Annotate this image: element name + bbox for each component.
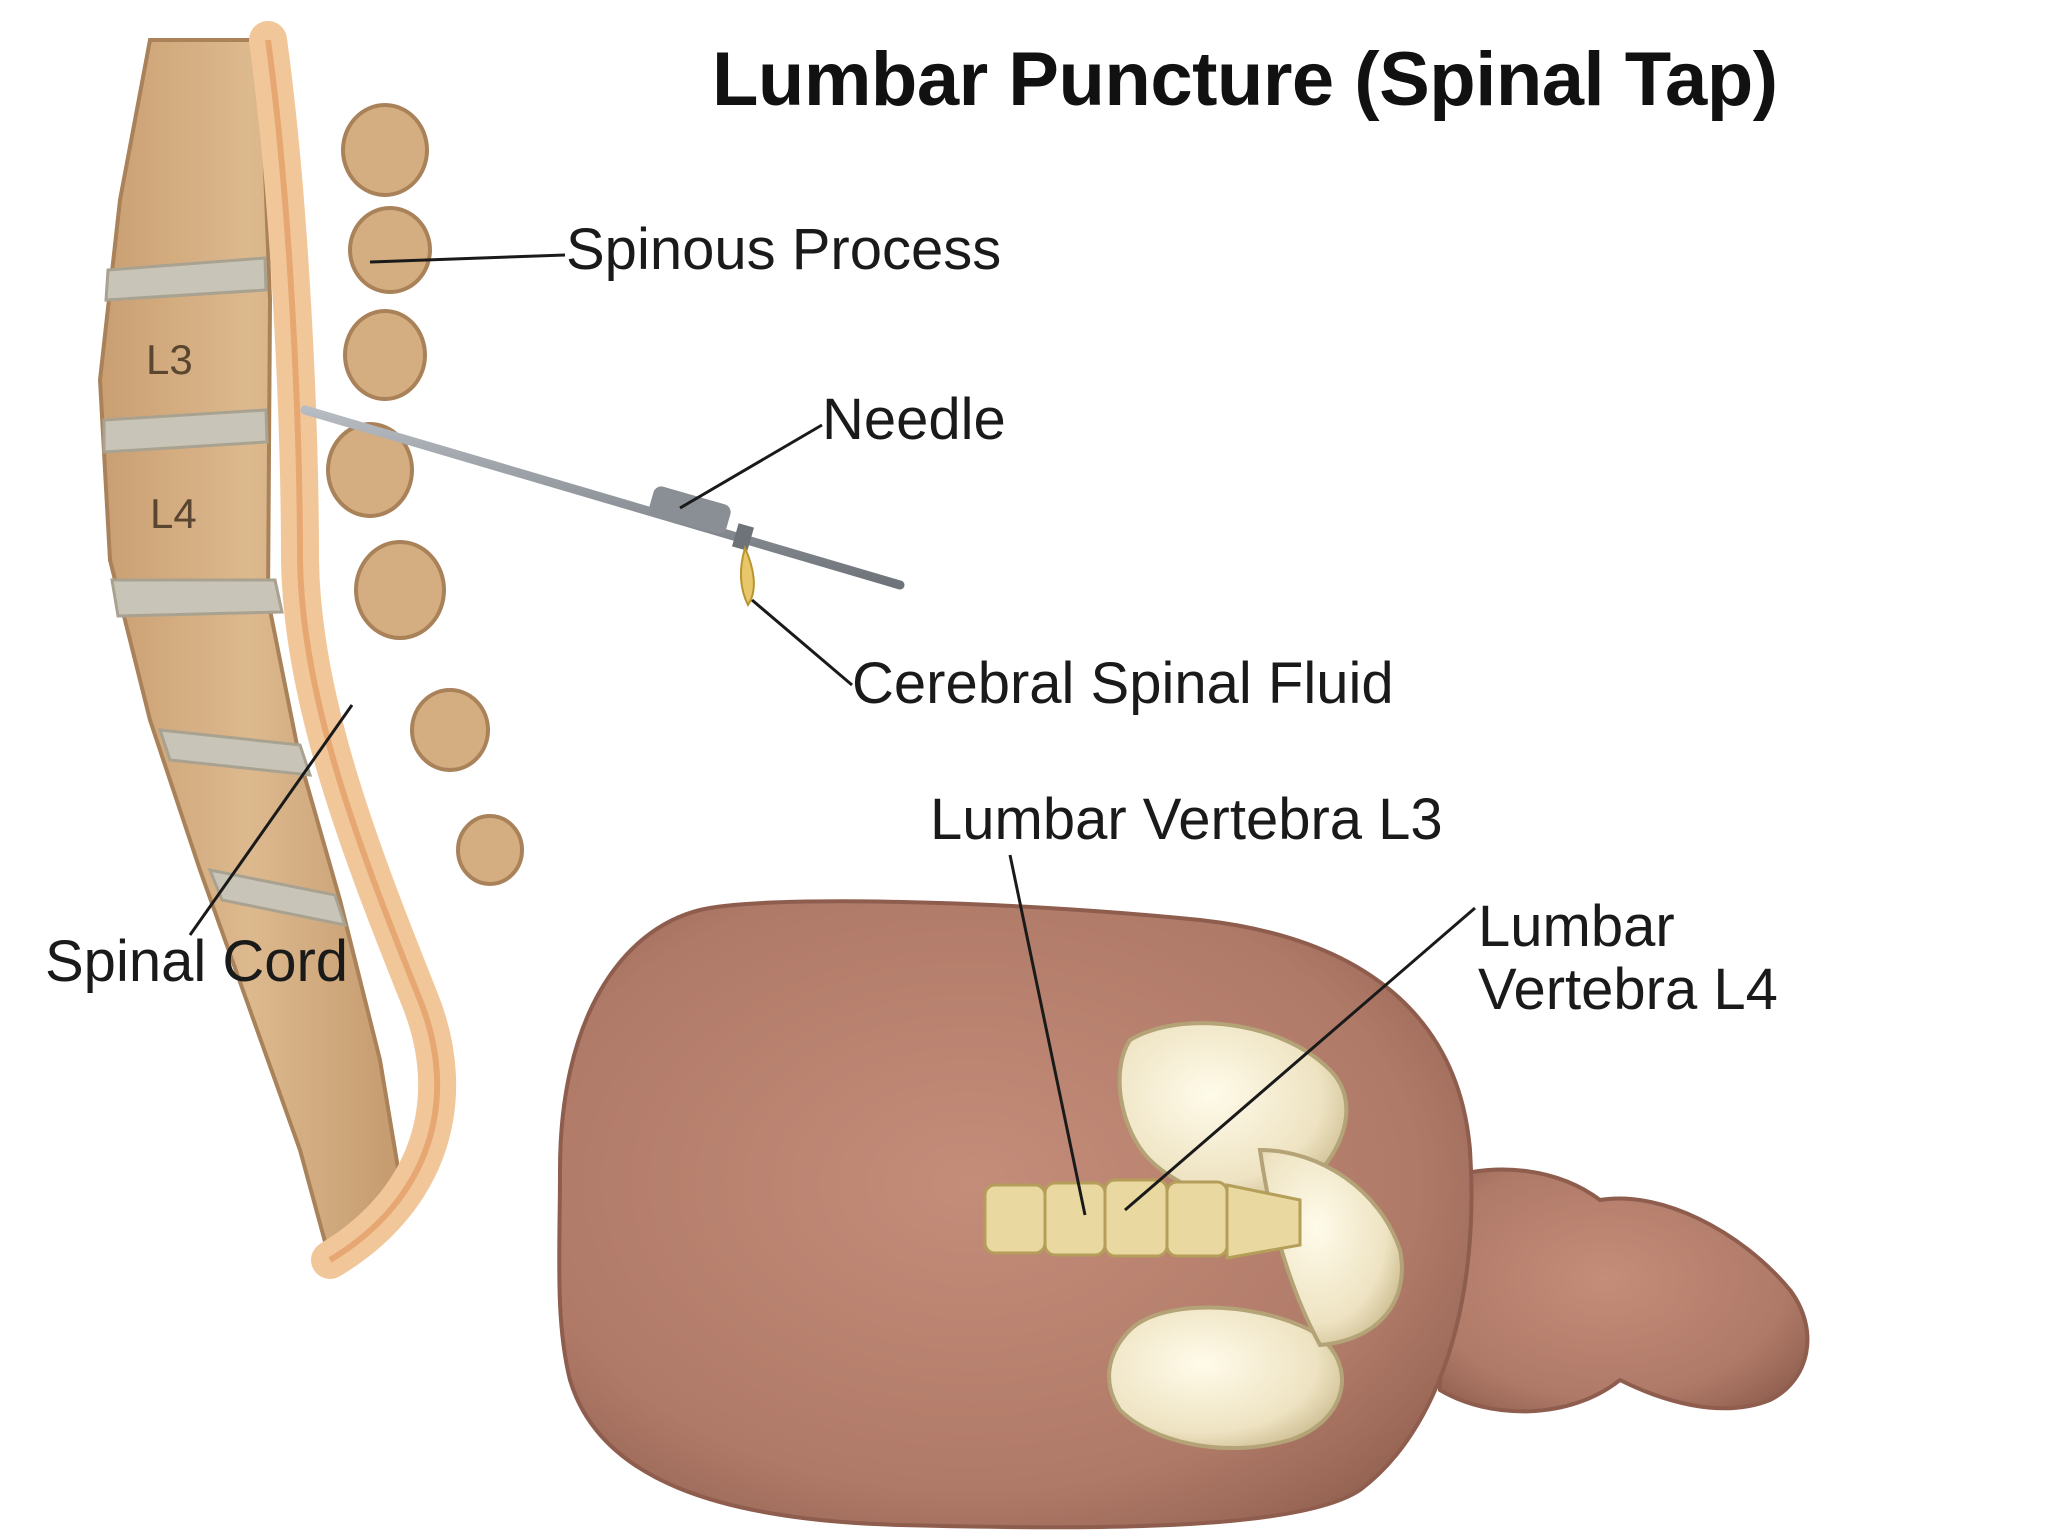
needle-hub <box>649 486 731 534</box>
csf-leader <box>751 598 853 687</box>
label-lumbar-l4-line2: Vertebra L4 <box>1478 957 1778 1022</box>
spinal-cord-leader <box>188 704 354 936</box>
patient-legs <box>1438 1167 1810 1414</box>
spine-illustration <box>97 21 524 1279</box>
label-csf: Cerebral Spinal Fluid <box>852 651 1394 716</box>
l3-leader <box>1008 854 1087 1216</box>
needle-illustration <box>300 405 905 607</box>
label-lumbar-l4-line1: Lumbar <box>1478 894 1675 959</box>
spinous-processes <box>326 103 524 886</box>
marker-l4: L4 <box>150 490 197 537</box>
csf-drop <box>739 545 755 607</box>
label-needle: Needle <box>822 387 1006 452</box>
intervertebral-discs <box>102 256 348 927</box>
patient-illustration <box>557 899 1810 1530</box>
leader-lines <box>188 253 1476 1216</box>
spinous-process-leader <box>369 253 566 264</box>
label-spinous-process: Spinous Process <box>566 217 1002 282</box>
back-spine <box>983 1178 1302 1260</box>
label-spinal-cord: Spinal Cord <box>45 929 349 994</box>
label-lumbar-l3: Lumbar Vertebra L3 <box>930 787 1443 852</box>
l4-leader <box>1124 906 1476 1212</box>
vertebral-column <box>97 38 403 1265</box>
needle-leader <box>679 423 823 510</box>
marker-l3: L3 <box>146 336 193 383</box>
diagram-title: Lumbar Puncture (Spinal Tap) <box>712 37 1778 122</box>
